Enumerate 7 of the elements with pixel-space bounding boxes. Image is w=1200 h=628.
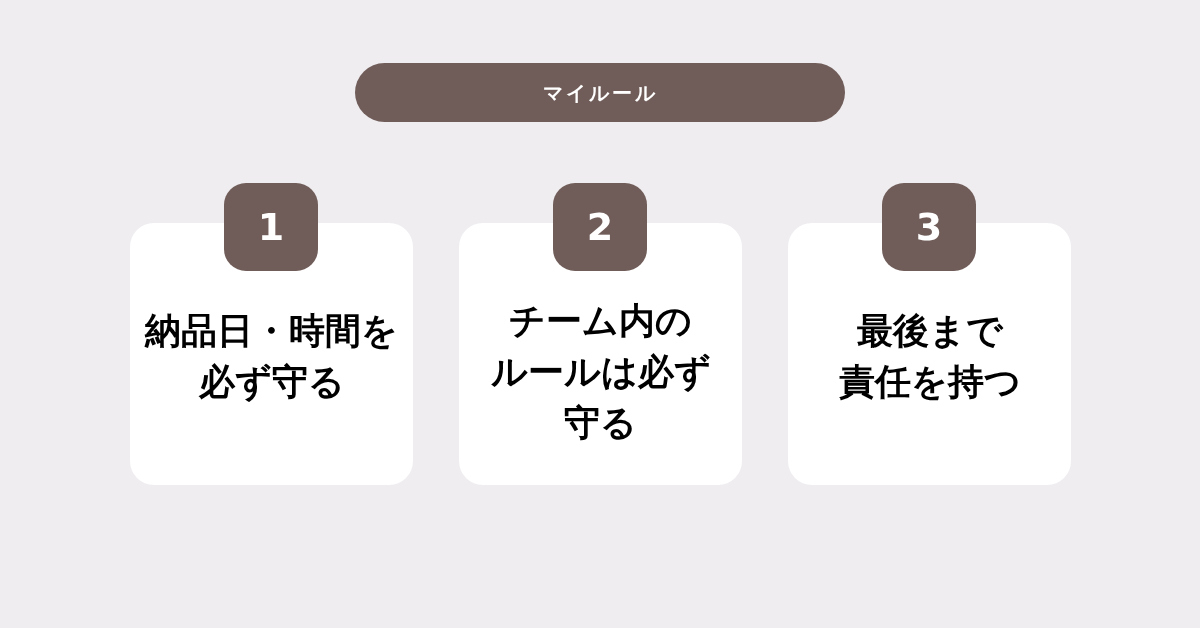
- number-badge: 1: [224, 183, 318, 271]
- number-badge: 3: [882, 183, 976, 271]
- rule-text: 納品日・時間を必ず守る: [145, 309, 398, 404]
- number-badge: 2: [553, 183, 647, 271]
- rule-text: 最後まで責任を持つ: [838, 309, 1021, 404]
- title-pill: マイルール: [355, 63, 845, 122]
- rule-text: チーム内のルールは必ず守る: [490, 299, 711, 445]
